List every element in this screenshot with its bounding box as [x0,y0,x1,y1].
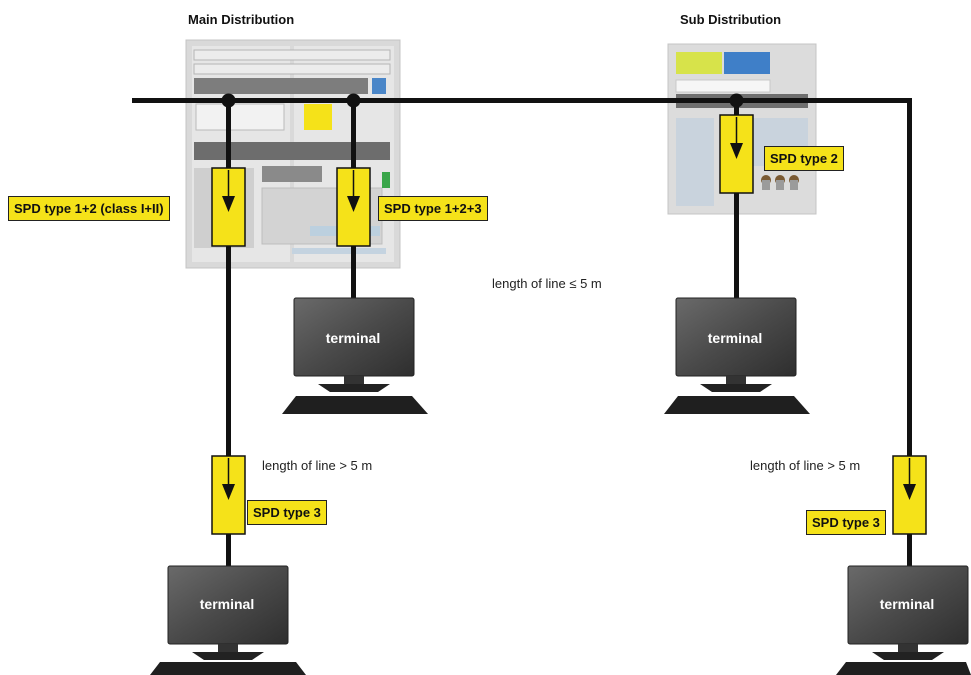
line-note-short: length of line ≤ 5 m [492,276,602,291]
terminal-sub [664,297,810,414]
sub-distribution-title: Sub Distribution [680,12,782,27]
terminal-label-bottom-right: terminal [879,596,935,612]
spd-label-left-3: SPD type 3 [247,500,327,525]
spd-box-sub-2 [719,114,754,194]
line-note-long-left: length of line > 5 m [262,458,373,473]
spd-label-sub-2: SPD type 2 [764,146,844,171]
spd-label-main-1-2: SPD type 1+2 (class I+II) [8,196,170,221]
terminal-center-left [282,297,428,414]
terminal-bottom-left [150,565,306,675]
main-distribution-title: Main Distribution [188,12,295,27]
terminal-label-center-left: terminal [325,330,381,346]
spd-label-right-3: SPD type 3 [806,510,886,535]
spd-box-main-1-2-3 [336,167,371,247]
terminal-label-bottom-left: terminal [199,596,255,612]
terminal-bottom-right [836,565,971,675]
spd-box-left-3 [211,455,246,535]
line-note-long-right: length of line > 5 m [750,458,861,473]
terminal-label-sub: terminal [707,330,763,346]
main-distribution-cabinet [185,39,401,269]
spd-box-main-1-2 [211,167,246,247]
spd-label-main-1-2-3: SPD type 1+2+3 [378,196,488,221]
spd-box-right-3 [892,455,927,535]
